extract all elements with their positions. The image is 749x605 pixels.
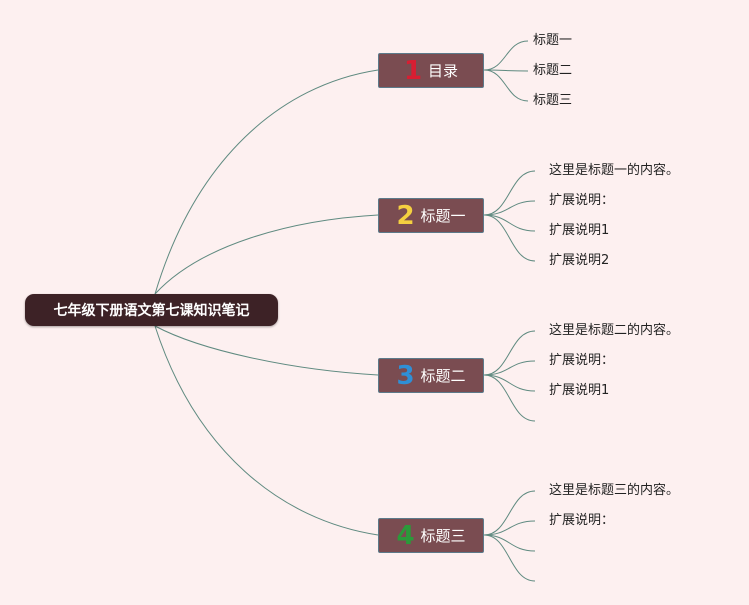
leaf-item[interactable]: 扩展说明1 [549,383,610,398]
leaf-item[interactable]: 扩展说明： [549,513,615,528]
leaf-item[interactable]: 这里是标题三的内容。 [549,483,680,498]
leaf-item[interactable]: 标题二 [533,63,573,78]
leaf-item[interactable]: 扩展说明1 [549,223,610,238]
leaf-item[interactable]: 扩展说明： [549,353,615,368]
number-4-icon: 4 [396,520,415,551]
root-topic-label: 七年级下册语文第七课知识笔记 [53,303,250,319]
branch-4[interactable]: 4 标题三 [378,518,484,553]
number-2-icon: 2 [396,200,415,231]
branch-2[interactable]: 2 标题一 [378,198,484,233]
branch-label: 标题一 [420,207,466,225]
leaf-item[interactable]: 这里是标题一的内容。 [549,163,680,178]
number-1-icon: 1 [403,55,423,86]
branch-label: 目录 [427,62,458,80]
leaf-item[interactable]: 标题一 [533,33,573,48]
branch-label: 标题三 [420,527,466,545]
number-3-icon: 3 [396,360,415,391]
branch-label: 标题二 [420,367,466,385]
leaf-item[interactable]: 扩展说明： [549,193,615,208]
root-topic[interactable]: 七年级下册语文第七课知识笔记 [25,294,278,326]
leaf-item[interactable]: 这里是标题二的内容。 [549,323,680,338]
branch-1[interactable]: 1 目录 [378,53,484,88]
leaf-item[interactable]: 标题三 [533,93,573,108]
branch-3[interactable]: 3 标题二 [378,358,484,393]
leaf-item[interactable]: 扩展说明2 [549,253,610,268]
